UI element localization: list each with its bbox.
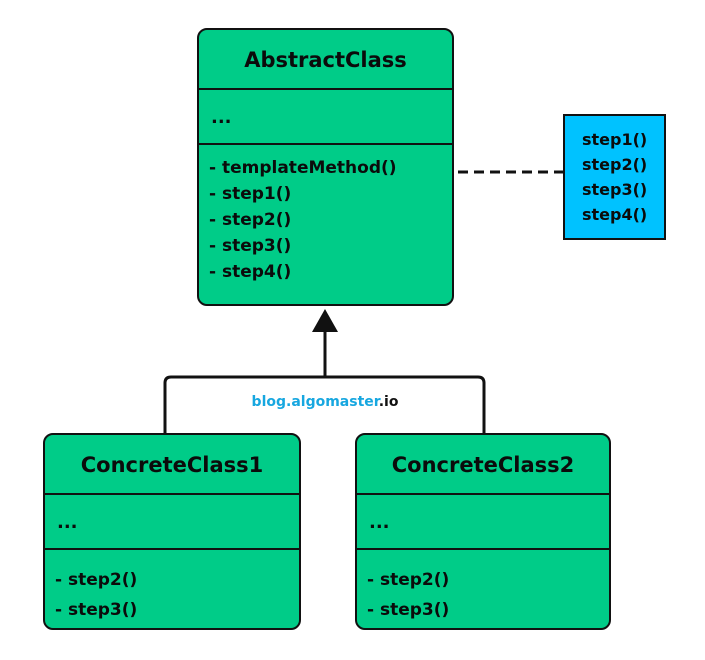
abstract-class-methods: - templateMethod() - step1() - step2() -… [199,145,452,285]
concrete-class-1-box: ConcreteClass1 ... - step2() - step3() [43,433,301,630]
method-step2: - step2() [209,210,292,230]
concrete-class-2-box: ConcreteClass2 ... - step2() - step3() [355,433,611,630]
watermark-dot: . [378,394,385,410]
note-line-step2: step2() [582,155,648,174]
method-step3: - step3() [367,600,450,620]
watermark-tld: io [384,394,399,410]
method-step4: - step4() [209,262,292,282]
method-step2: - step2() [55,570,138,590]
inheritance-arrowhead [312,309,338,332]
watermark-text: blog.algomaster.io [235,394,415,410]
method-step1: - step1() [209,184,292,204]
method-step3: - step3() [55,600,138,620]
watermark-brand: algomaster [291,394,379,410]
abstract-class-attributes: ... [199,90,452,145]
method-step2: - step2() [367,570,450,590]
method-step3: - step3() [209,236,292,256]
note-line-step3: step3() [582,180,648,199]
concrete-class-2-methods: - step2() - step3() [357,550,609,625]
method-template-method: - templateMethod() [209,158,397,178]
abstract-class-box: AbstractClass ... - templateMethod() - s… [197,28,454,306]
abstract-class-name: AbstractClass [199,30,452,90]
template-method-note: step1() step2() step3() step4() [563,114,666,240]
concrete-class-1-methods: - step2() - step3() [45,550,299,625]
watermark-blog: blog. [251,394,292,410]
note-line-step1: step1() [582,130,648,149]
concrete-class-1-attributes: ... [45,495,299,550]
concrete-class-2-attributes: ... [357,495,609,550]
concrete-class-2-name: ConcreteClass2 [357,435,609,495]
note-line-step4: step4() [582,205,648,224]
concrete-class-1-name: ConcreteClass1 [45,435,299,495]
